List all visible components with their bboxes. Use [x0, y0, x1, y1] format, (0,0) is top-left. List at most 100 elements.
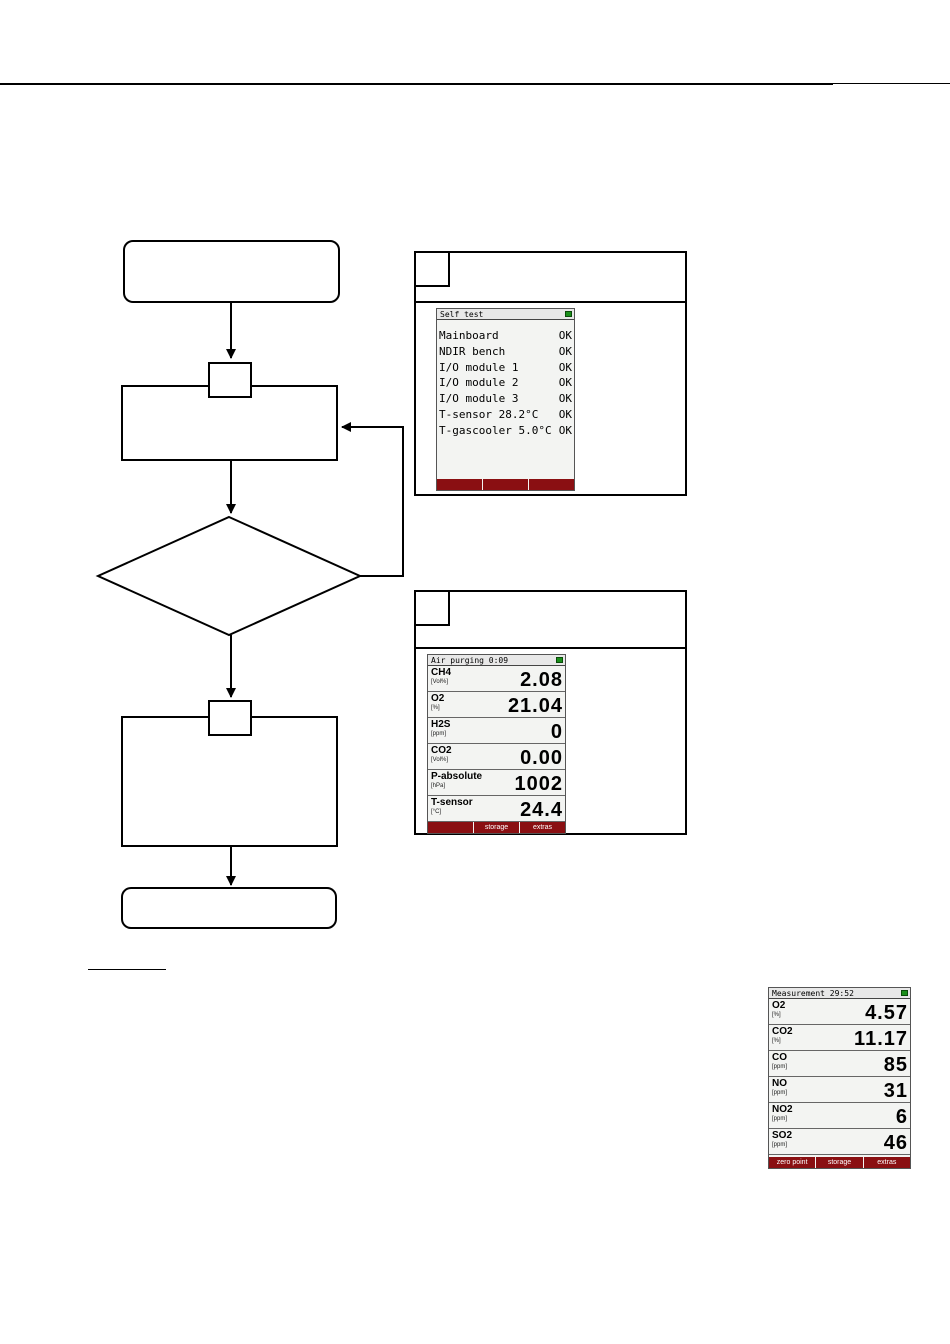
panel-number-box	[416, 253, 450, 287]
measurement-row: P-absolute[hPa]1002	[428, 770, 565, 796]
unit-label: [Vol%]	[431, 757, 449, 763]
gas-label: NO	[772, 1078, 787, 1089]
gas-label: CO2	[431, 745, 452, 756]
gas-value: 46	[883, 1132, 908, 1154]
self-test-item: I/O module 1 OK	[437, 360, 574, 376]
measurement-row: CH4[Vol%] 2.08	[428, 666, 565, 692]
self-test-item-label: T-sensor 28.2°C	[439, 408, 539, 421]
softkey-extras[interactable]: extras	[520, 822, 565, 833]
softkey-storage[interactable]: storage	[816, 1157, 863, 1168]
self-test-item-status: OK	[558, 376, 572, 390]
heading-underline	[88, 969, 166, 970]
unit-label: [ppm]	[772, 1090, 788, 1096]
softkey-2[interactable]	[483, 479, 528, 490]
gas-value: 6	[895, 1106, 908, 1128]
gas-label: NO2	[772, 1104, 793, 1115]
softkey-1[interactable]	[428, 822, 473, 833]
self-test-item-label: I/O module 1	[439, 360, 519, 374]
battery-icon	[565, 311, 572, 317]
unit-label: [%]	[772, 1012, 781, 1018]
decision-diamond	[95, 515, 363, 637]
measurement-row: NO[ppm] 31	[769, 1077, 910, 1103]
softkey-extras[interactable]: extras	[863, 1157, 910, 1168]
gas-label: H2S	[431, 719, 451, 730]
gas-value: 24.4	[520, 799, 563, 821]
gas-value: 21.04	[507, 695, 563, 717]
self-test-item: Mainboard OK	[437, 328, 574, 344]
gas-label: O2	[772, 1000, 786, 1011]
gas-value: 1002	[514, 773, 563, 795]
gas-label: CO	[772, 1052, 787, 1063]
gas-label: CH4	[431, 667, 452, 678]
unit-label: [°C]	[431, 809, 442, 815]
unit-label: [Vol%]	[431, 679, 449, 685]
gas-value: 11.17	[854, 1028, 908, 1050]
gas-label: T-sensor	[431, 797, 473, 808]
self-test-item-status: OK	[558, 423, 572, 437]
softkey-1[interactable]	[437, 479, 482, 490]
gas-value: 4.57	[865, 1002, 908, 1024]
gas-value: 0	[550, 721, 563, 743]
measurement-row: O2[%] 4.57	[769, 999, 910, 1025]
step-1-number-box	[208, 362, 252, 398]
measurement-row: H2S[ppm] 0	[428, 718, 565, 744]
softkey-bar: storage extras	[428, 822, 565, 833]
measurement-row: CO2[Vol%] 0.00	[428, 744, 565, 770]
screen-title: Self test	[437, 309, 574, 320]
measurement-row: NO2[ppm] 6	[769, 1103, 910, 1129]
step-2-box	[121, 716, 338, 847]
gas-label: CO2	[772, 1026, 793, 1037]
step-2-number-box	[208, 700, 252, 736]
self-test-item-status: OK	[558, 329, 572, 342]
self-test-item-label: I/O module 2	[439, 376, 519, 390]
gas-label: O2	[431, 693, 445, 704]
screen-title: Air purging 0:09	[428, 655, 565, 666]
start-box	[123, 240, 340, 303]
unit-label: [%]	[772, 1038, 781, 1044]
self-test-item-label: I/O module 3	[439, 392, 519, 406]
self-test-item: I/O module 3 OK	[437, 391, 574, 407]
self-test-item-status: OK	[558, 392, 572, 406]
self-test-item-label: NDIR bench	[439, 344, 506, 358]
softkey-bar: zero point storage extras	[769, 1157, 910, 1168]
panel-number-box	[416, 592, 450, 626]
panel-header	[416, 253, 685, 303]
end-box	[121, 887, 337, 929]
softkey-3[interactable]	[529, 479, 574, 490]
self-test-item-status: OK	[558, 408, 572, 421]
measurement-row: CO2[%] 11.17	[769, 1025, 910, 1051]
self-test-item: T-sensor 28.2°C OK	[437, 407, 574, 423]
unit-label: [ppm]	[772, 1142, 788, 1148]
gas-label: P-absolute	[431, 771, 483, 782]
screen-title: Measurement 29:52	[769, 988, 910, 999]
battery-icon	[901, 990, 908, 996]
panel-header	[416, 592, 685, 649]
measurement-row: CO[ppm] 85	[769, 1051, 910, 1077]
softkey-storage[interactable]: storage	[474, 822, 519, 833]
gas-value: 2.08	[520, 669, 563, 691]
battery-icon	[556, 657, 563, 663]
gas-value: 31	[883, 1080, 908, 1102]
unit-label: [ppm]	[431, 731, 447, 737]
gas-value: 85	[883, 1054, 908, 1076]
unit-label: [ppm]	[772, 1116, 788, 1122]
gas-value: 0.00	[520, 747, 563, 769]
measurement-row: T-sensor[°C] 24.4	[428, 796, 565, 822]
arrow-loop-back	[341, 422, 404, 577]
header-rule-thin	[833, 83, 950, 84]
gas-label: SO2	[772, 1130, 793, 1141]
self-test-item-label: Mainboard	[439, 329, 499, 342]
softkey-zero-point[interactable]: zero point	[769, 1157, 816, 1168]
header-rule	[0, 83, 833, 85]
softkey-bar	[437, 479, 574, 490]
unit-label: [ppm]	[772, 1064, 788, 1070]
self-test-item-status: OK	[558, 360, 572, 374]
